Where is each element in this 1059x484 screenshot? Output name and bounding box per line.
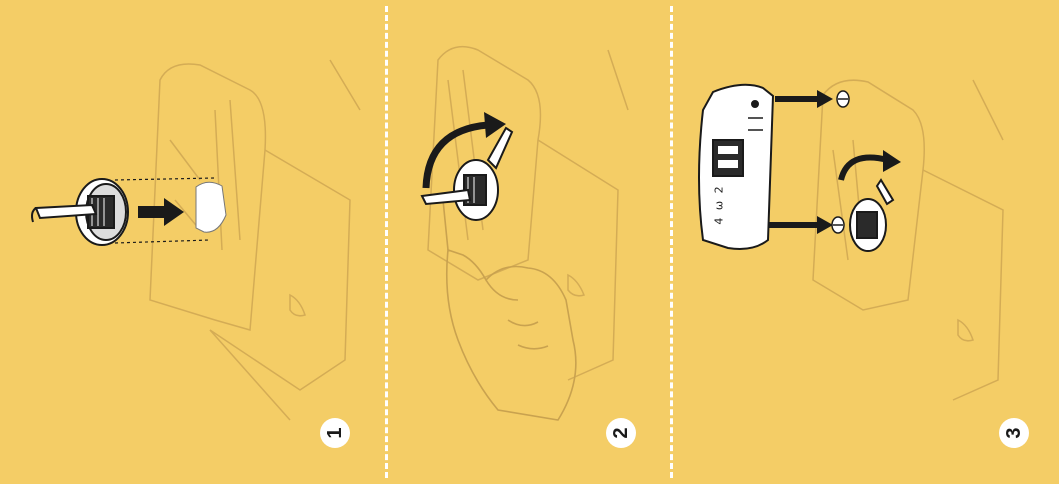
- bobbin-case-icon: [422, 128, 512, 220]
- step-number-badge: 1: [320, 418, 350, 448]
- bobbin-case-icon: [850, 180, 893, 251]
- screw-icon: [837, 91, 849, 107]
- step-3-panel: 4 ω 2 3: [673, 0, 1059, 484]
- bobbin-case-icon: [32, 179, 128, 245]
- machine-outline: [813, 80, 1003, 400]
- hook-race: [196, 182, 226, 232]
- needle-plate-icon: [699, 85, 773, 249]
- screw-icon: [832, 217, 844, 233]
- machine-outline: [428, 47, 628, 380]
- curved-arrow-icon: [841, 150, 901, 180]
- step-1-illustration: [0, 0, 385, 484]
- step-3-illustration: [673, 0, 1059, 484]
- arrow-right-icon: [769, 216, 833, 234]
- step-2-illustration: [388, 0, 670, 484]
- step-2-panel: 2: [388, 0, 670, 484]
- step-number-badge: 2: [606, 418, 636, 448]
- machine-outline: [150, 60, 360, 420]
- hand-icon: [443, 200, 576, 420]
- step-number-badge: 3: [999, 418, 1029, 448]
- step-1-panel: 1: [0, 0, 385, 484]
- needle-plate-markings: 4 ω 2: [713, 184, 726, 224]
